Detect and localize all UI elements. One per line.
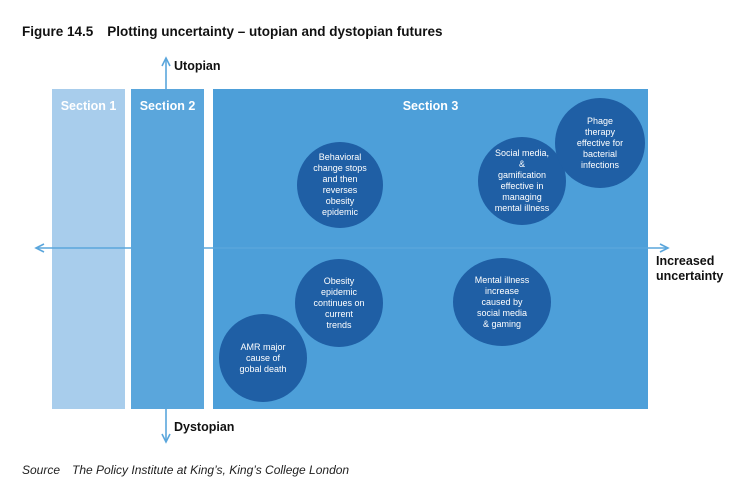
figure-title-text: Plotting uncertainty – utopian and dysto… — [107, 24, 443, 39]
bubble-phage-therapy-text: Phage therapy effective for bacterial in… — [576, 115, 624, 170]
dystopian-label: Dystopian — [174, 420, 235, 434]
bubble-mental-illness: Mental illness increase caused by social… — [453, 258, 551, 346]
figure-title: Figure 14.5 Plotting uncertainty – utopia… — [22, 24, 443, 39]
increased-uncertainty-line1: Increased — [656, 254, 715, 268]
source-text: The Policy Institute at King’s, King’s C… — [72, 463, 350, 477]
section-1-panel: Section 1 — [52, 89, 125, 409]
figure-number: Figure 14.5 — [22, 24, 94, 39]
utopian-label: Utopian — [174, 59, 221, 73]
increased-uncertainty-label: Increased uncertainty — [656, 254, 723, 284]
bubble-behavioral-change: Behavioral change stops and then reverse… — [297, 142, 383, 228]
bubble-social-media: Social media, & gamification effective i… — [478, 137, 566, 225]
bubble-phage-therapy: Phage therapy effective for bacterial in… — [555, 98, 645, 188]
vertical-axis-arrow-bottom — [161, 433, 171, 444]
bubble-obesity-epidemic-text: Obesity epidemic continues on current tr… — [313, 275, 365, 330]
bubble-behavioral-change-text: Behavioral change stops and then reverse… — [313, 152, 367, 217]
section-1-label: Section 1 — [60, 99, 117, 113]
source-key: Source — [22, 463, 61, 477]
section-2-panel: Section 2 — [131, 89, 204, 409]
bubble-amr: AMR major cause of gobal death — [219, 314, 307, 402]
horizontal-axis-arrow-right — [659, 243, 670, 253]
bubble-obesity-epidemic: Obesity epidemic continues on current tr… — [295, 259, 383, 347]
source-note: Source The Policy Institute at King’s, Ki… — [22, 463, 349, 477]
vertical-axis-arrow-top — [161, 56, 171, 67]
horizontal-axis-arrow-left — [34, 243, 45, 253]
increased-uncertainty-line2: uncertainty — [656, 269, 724, 283]
section-2-label: Section 2 — [139, 99, 196, 113]
bubble-social-media-text: Social media, & gamification effective i… — [494, 148, 550, 213]
section-3-label: Section 3 — [402, 99, 459, 113]
bubble-amr-text: AMR major cause of gobal death — [239, 341, 287, 374]
bubble-mental-illness-text: Mental illness increase caused by social… — [474, 274, 530, 329]
